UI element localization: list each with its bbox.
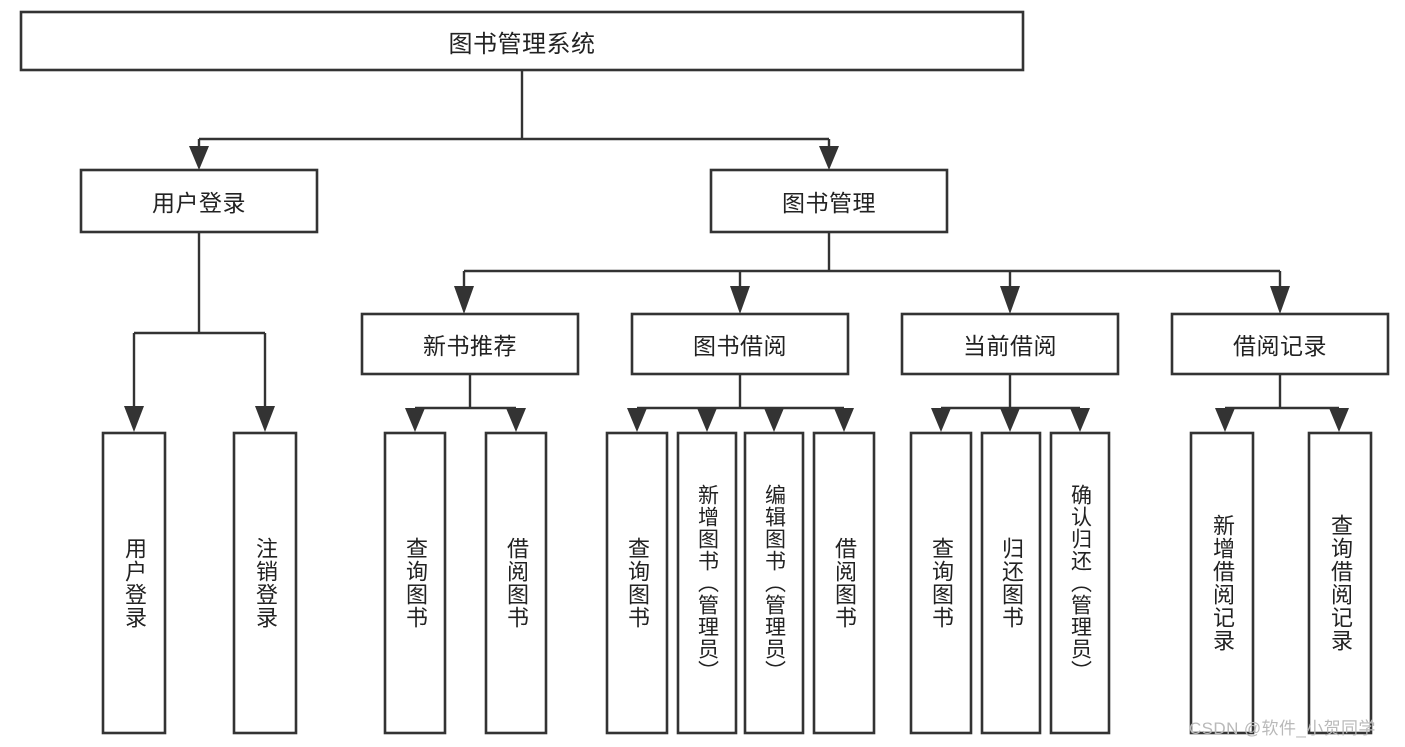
arrow-head-leaf-borrow-book-1 [506, 408, 526, 432]
node-box-book-borrow[interactable] [630, 312, 850, 376]
node-box-leaf-query-book-2[interactable] [605, 431, 669, 735]
arrow-head-leaf-add-record [1215, 408, 1235, 432]
node-box-leaf-borrow-book-1[interactable] [484, 431, 548, 735]
node-box-leaf-logout[interactable] [232, 431, 298, 735]
arrow-head-leaf-query-book-3 [931, 408, 951, 432]
node-box-leaf-confirm-return[interactable] [1049, 431, 1111, 735]
node-box-root[interactable] [19, 10, 1025, 72]
arrow-head-leaf-add-book [697, 408, 717, 432]
node-box-leaf-user-login[interactable] [101, 431, 167, 735]
node-box-leaf-return-book[interactable] [980, 431, 1042, 735]
node-box-borrow-record[interactable] [1170, 312, 1390, 376]
arrow-head-leaf-user-login [124, 406, 144, 432]
node-box-leaf-add-book[interactable] [676, 431, 738, 735]
arrow-head-leaf-query-record [1329, 408, 1349, 432]
arrow-head-borrow-record [1270, 286, 1290, 314]
node-box-book-manage[interactable] [709, 168, 949, 234]
arrow-head-leaf-borrow-book-2 [834, 408, 854, 432]
node-box-user-login[interactable] [79, 168, 319, 234]
arrow-head-book-borrow [730, 286, 750, 314]
node-box-current-borrow[interactable] [900, 312, 1120, 376]
node-box-leaf-add-record[interactable] [1189, 431, 1255, 735]
arrow-head-leaf-query-book-1 [405, 408, 425, 432]
arrow-head-leaf-edit-book [764, 408, 784, 432]
node-box-new-book-rec[interactable] [360, 312, 580, 376]
node-box-leaf-borrow-book-2[interactable] [812, 431, 876, 735]
node-box-leaf-query-record[interactable] [1307, 431, 1373, 735]
arrow-head-leaf-return-book [1000, 408, 1020, 432]
node-box-leaf-query-book-1[interactable] [383, 431, 447, 735]
arrow-head-current-borrow [1000, 286, 1020, 314]
node-box-leaf-query-book-3[interactable] [909, 431, 973, 735]
arrow-head-user-login [189, 146, 209, 170]
arrow-head-leaf-logout [255, 406, 275, 432]
arrow-head-book-manage [819, 146, 839, 170]
arrow-head-leaf-confirm-return [1070, 408, 1090, 432]
arrow-head-leaf-query-book-2 [627, 408, 647, 432]
arrow-head-new-book-rec [454, 286, 474, 314]
node-box-leaf-edit-book[interactable] [743, 431, 805, 735]
